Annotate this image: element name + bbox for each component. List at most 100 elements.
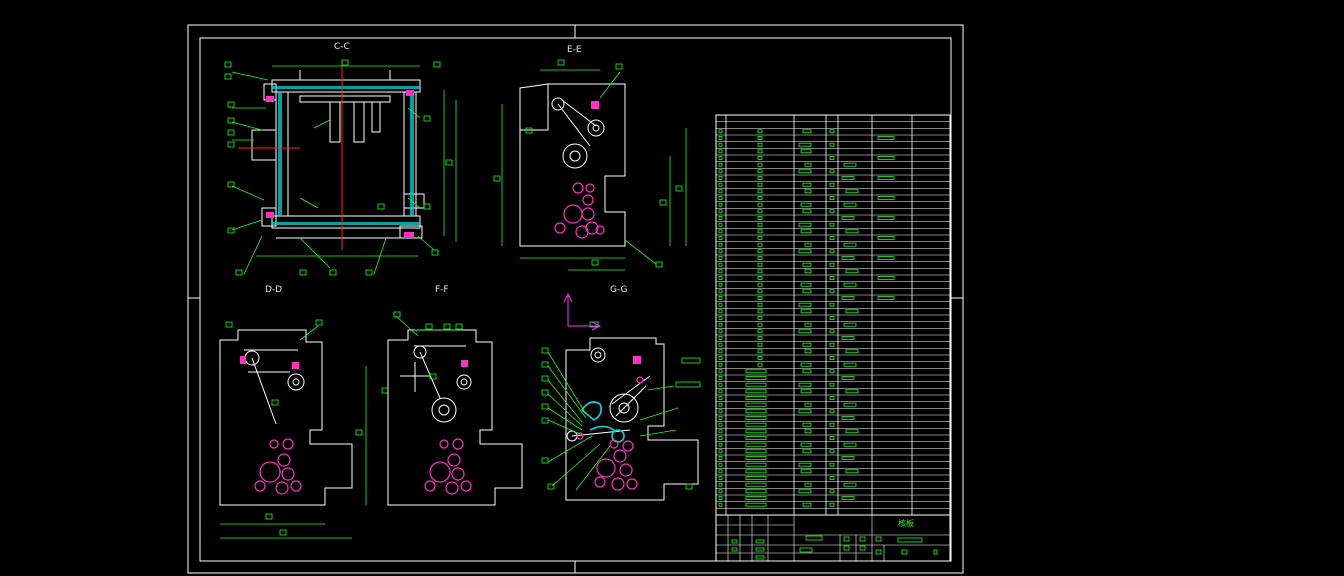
parts-cell-mark xyxy=(829,289,835,294)
parts-cell-mark xyxy=(804,189,812,194)
parts-cell-mark xyxy=(718,469,723,474)
parts-cell-mark xyxy=(757,242,763,247)
parts-cell-mark xyxy=(718,456,723,460)
parts-cell-mark xyxy=(829,209,835,214)
parts-cell-mark xyxy=(829,276,835,280)
parts-cell-mark xyxy=(829,249,835,254)
parts-cell-mark xyxy=(718,169,723,174)
parts-cell-mark xyxy=(829,316,835,320)
parts-cell-mark xyxy=(745,382,767,387)
parts-cell-mark xyxy=(829,462,835,467)
parts-cell-mark xyxy=(843,442,857,447)
parts-cell-mark xyxy=(745,436,767,440)
parts-cell-mark xyxy=(800,229,812,234)
parts-cell-mark xyxy=(718,142,723,147)
parts-cell-mark xyxy=(718,342,723,347)
parts-cell-mark xyxy=(718,502,723,507)
parts-cell-mark xyxy=(718,429,723,434)
parts-cell-mark xyxy=(845,389,859,394)
parts-cell-mark xyxy=(843,202,857,207)
view-ee[interactable] xyxy=(493,59,687,271)
parts-cell-mark xyxy=(845,269,859,274)
parts-cell-mark xyxy=(757,236,763,240)
parts-cell-mark xyxy=(718,302,723,307)
parts-cell-mark xyxy=(829,262,835,267)
view-ff[interactable] xyxy=(387,311,523,506)
parts-cell-mark xyxy=(845,469,859,474)
parts-cell-mark xyxy=(757,189,763,194)
parts-cell-mark xyxy=(718,156,723,160)
parts-cell-mark xyxy=(745,502,767,507)
parts-cell-mark xyxy=(718,362,723,367)
parts-cell-mark xyxy=(829,329,835,334)
parts-cell-mark xyxy=(802,289,812,294)
parts-cell-mark xyxy=(800,149,812,154)
parts-cell-mark xyxy=(841,256,855,260)
parts-cell-mark xyxy=(829,222,835,227)
parts-cell-mark xyxy=(745,456,767,460)
parts-cell-mark xyxy=(757,316,763,320)
parts-cell-mark xyxy=(845,349,859,354)
parts-cell-mark xyxy=(757,129,763,134)
view-dd[interactable] xyxy=(219,319,389,539)
parts-cell-mark xyxy=(718,489,723,494)
parts-cell-mark xyxy=(757,282,763,287)
title-block-name: 核板 xyxy=(898,519,914,528)
parts-cell-mark xyxy=(800,469,812,474)
parts-cell-mark xyxy=(877,156,895,160)
title-block[interactable] xyxy=(715,514,951,562)
parts-cell-mark xyxy=(718,309,723,314)
parts-cell-mark xyxy=(745,416,767,420)
parts-cell-mark xyxy=(829,196,835,200)
parts-cell-mark xyxy=(829,396,835,400)
view-cc[interactable] xyxy=(224,59,457,276)
parts-cell-mark xyxy=(757,176,763,180)
parts-cell-mark xyxy=(798,329,812,334)
parts-cell-mark xyxy=(718,382,723,387)
parts-cell-mark xyxy=(802,209,812,214)
parts-cell-mark xyxy=(802,422,812,427)
parts-cell-mark xyxy=(718,222,723,227)
parts-cell-mark xyxy=(829,169,835,174)
parts-cell-mark xyxy=(757,336,763,340)
parts-cell-mark xyxy=(745,389,767,394)
parts-cell-mark xyxy=(718,262,723,267)
parts-cell-mark xyxy=(757,349,763,354)
parts-cell-mark xyxy=(718,442,723,447)
parts-cell-mark xyxy=(757,162,763,167)
parts-cell-mark xyxy=(841,456,855,460)
parts-cell-mark xyxy=(745,402,767,407)
parts-cell-mark xyxy=(718,349,723,354)
parts-cell-mark xyxy=(798,142,812,147)
parts-cell-mark xyxy=(841,416,855,420)
parts-cell-mark xyxy=(718,296,723,300)
parts-cell-mark xyxy=(718,249,723,254)
parts-cell-mark xyxy=(745,482,767,487)
parts-cell-mark xyxy=(800,202,812,207)
parts-cell-mark xyxy=(843,162,857,167)
ucs-icon xyxy=(563,292,602,331)
parts-cell-mark xyxy=(829,382,835,387)
parts-cell-mark xyxy=(718,462,723,467)
parts-cell-mark xyxy=(757,329,763,334)
parts-list-table[interactable] xyxy=(715,114,951,516)
parts-cell-mark xyxy=(843,282,857,287)
parts-cell-mark xyxy=(877,216,895,220)
parts-cell-mark xyxy=(718,289,723,294)
parts-cell-mark xyxy=(718,376,723,380)
parts-cell-mark xyxy=(877,176,895,180)
parts-cell-mark xyxy=(745,376,767,380)
parts-cell-mark xyxy=(745,469,767,474)
parts-cell-mark xyxy=(877,136,895,140)
parts-cell-mark xyxy=(802,129,812,134)
view-gg[interactable] xyxy=(541,292,701,501)
parts-cell-mark xyxy=(718,422,723,427)
parts-cell-mark xyxy=(757,216,763,220)
parts-cell-mark xyxy=(804,349,812,354)
parts-cell-mark xyxy=(757,136,763,140)
parts-cell-mark xyxy=(757,322,763,327)
parts-cell-mark xyxy=(757,276,763,280)
parts-cell-mark xyxy=(829,302,835,307)
parts-cell-mark xyxy=(757,256,763,260)
